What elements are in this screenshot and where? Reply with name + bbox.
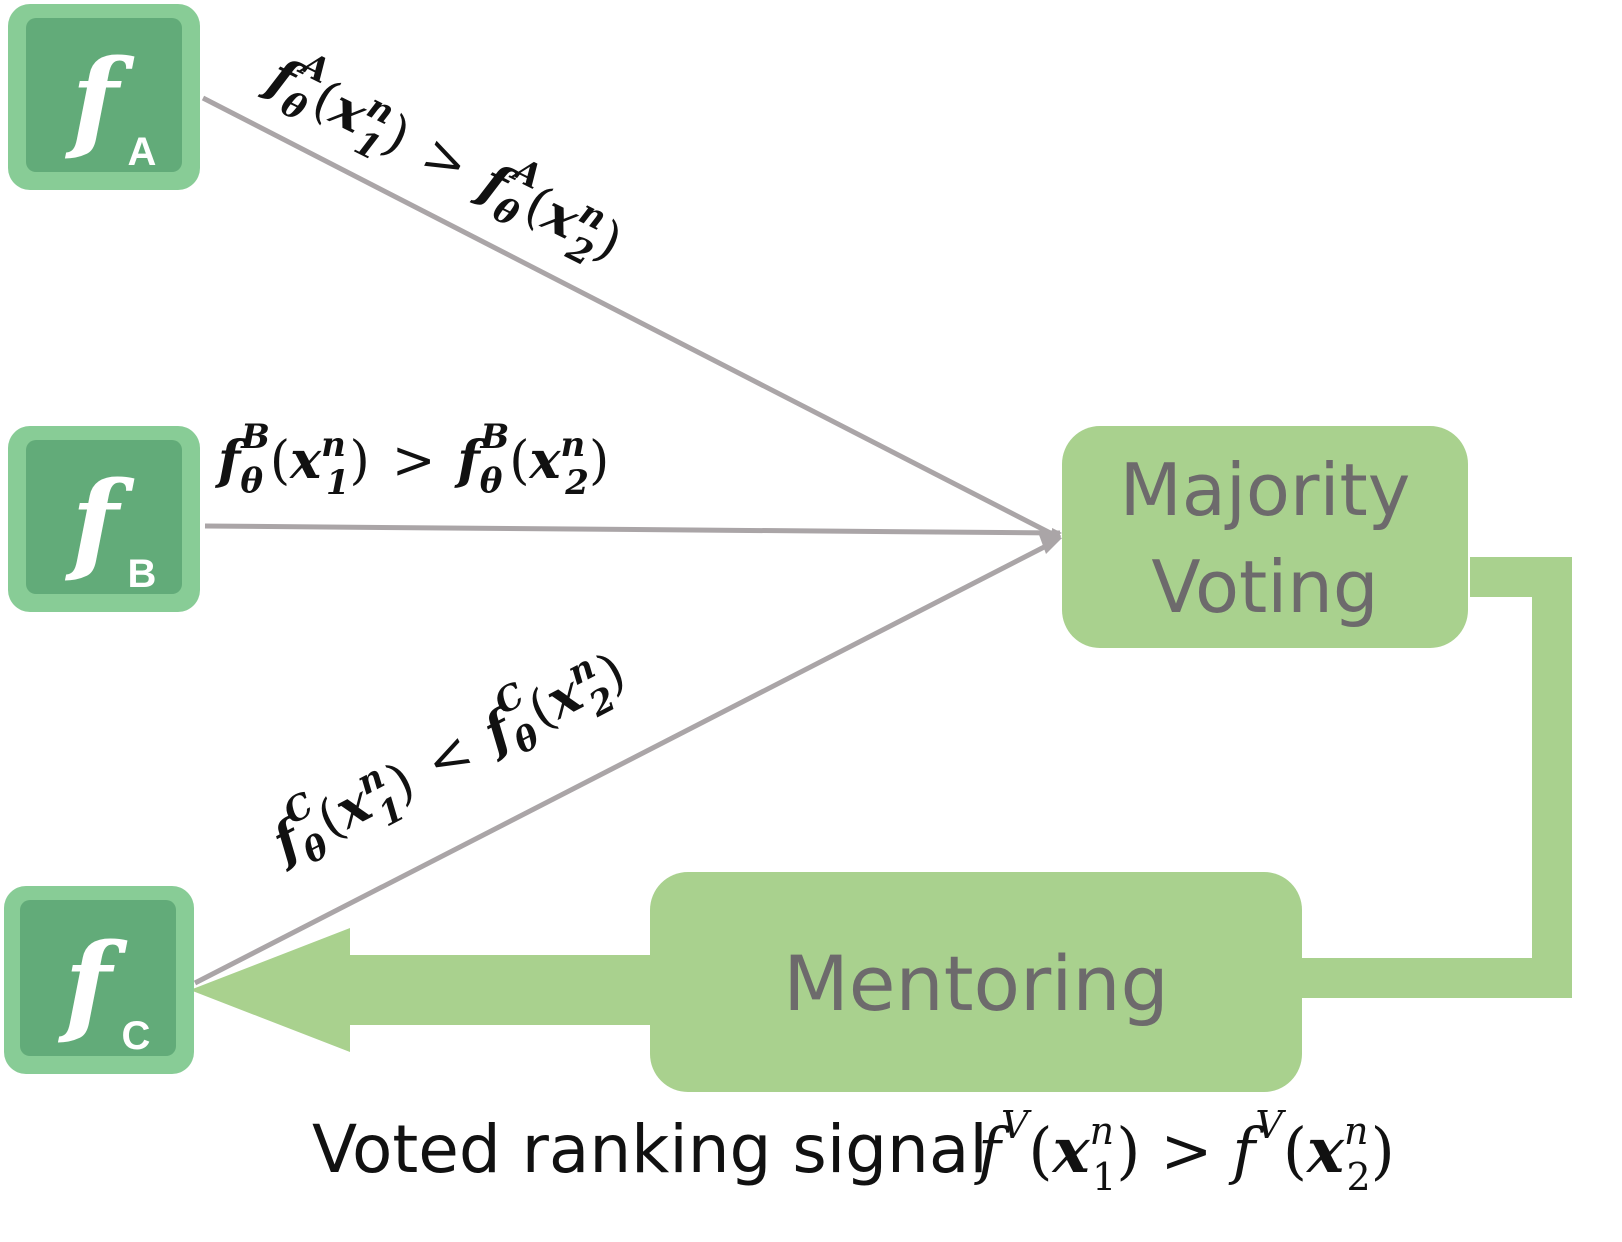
edge-b-i2: 2 — [564, 463, 589, 503]
edge-c-label: fθC(xn1)<fθC(xn2) — [253, 629, 640, 886]
majority-voting-label-line1: Majority — [1120, 448, 1411, 532]
edge-b-x1: x — [289, 430, 322, 491]
edge-c-line — [193, 541, 1052, 986]
model-c-inner — [20, 900, 176, 1056]
model-b[interactable]: f B — [8, 426, 200, 612]
edge-b-sub2: θ — [480, 461, 503, 501]
edge-b-op: > — [392, 431, 436, 491]
feedback-connector — [1290, 557, 1572, 998]
caption-sup2: V — [1255, 1103, 1286, 1147]
model-a-inner — [26, 18, 182, 172]
edge-b-line — [204, 523, 1062, 538]
mentoring-box[interactable]: Mentoring — [650, 872, 1302, 1092]
model-b-inner — [26, 440, 182, 594]
edge-b-sup2: B — [479, 417, 509, 457]
caption-i1: 1 — [1092, 1155, 1116, 1199]
svg-text:fθA(xn1)>fθA(xn2): fθA(xn1)>fθA(xn2) — [250, 32, 638, 283]
edge-a-label: fθA(xn1)>fθA(xn2) — [250, 32, 638, 283]
svg-text:fθC(xn1)<fθC(xn2): fθC(xn1)<fθC(xn2) — [253, 629, 640, 886]
caption-n2: n — [1344, 1109, 1368, 1153]
caption-x2: x — [1305, 1114, 1345, 1187]
model-a[interactable]: f A — [8, 4, 200, 190]
edge-b-n2: n — [561, 425, 586, 465]
edge-b-n1: n — [321, 425, 346, 465]
edge-a-line — [201, 95, 1062, 541]
caption-i2: 2 — [1346, 1155, 1370, 1199]
mentoring-label: Mentoring — [783, 939, 1169, 1028]
edge-c-op: < — [416, 721, 482, 794]
caption-op: > — [1160, 1114, 1212, 1187]
caption-sup: V — [1001, 1103, 1032, 1147]
edge-a-op: > — [412, 123, 478, 196]
model-a-subscript: A — [128, 130, 157, 174]
majority-voting-bg — [1062, 426, 1468, 648]
svg-text:fθB(xn1)>fθB(xn2): fθB(xn1)>fθB(xn2) — [214, 417, 609, 503]
edge-b-x2: x — [529, 430, 562, 491]
edge-b-sup: B — [240, 417, 270, 457]
model-c[interactable]: f C — [4, 886, 194, 1074]
majority-voting-label-line2: Voting — [1151, 545, 1378, 629]
model-c-subscript: C — [122, 1014, 151, 1058]
edge-b-i1: 1 — [326, 463, 350, 503]
caption-x1: x — [1051, 1114, 1091, 1187]
edge-b-sub: θ — [240, 461, 263, 501]
mentoring-arrow — [190, 928, 660, 1052]
mentoring-bg — [650, 872, 1302, 1092]
edge-c-arrowhead — [1038, 532, 1062, 554]
caption-n1: n — [1090, 1109, 1114, 1153]
model-b-subscript: B — [128, 552, 157, 596]
caption-text: Voted ranking signal — [312, 1111, 988, 1188]
majority-voting-box[interactable]: Majority Voting — [1062, 426, 1468, 648]
